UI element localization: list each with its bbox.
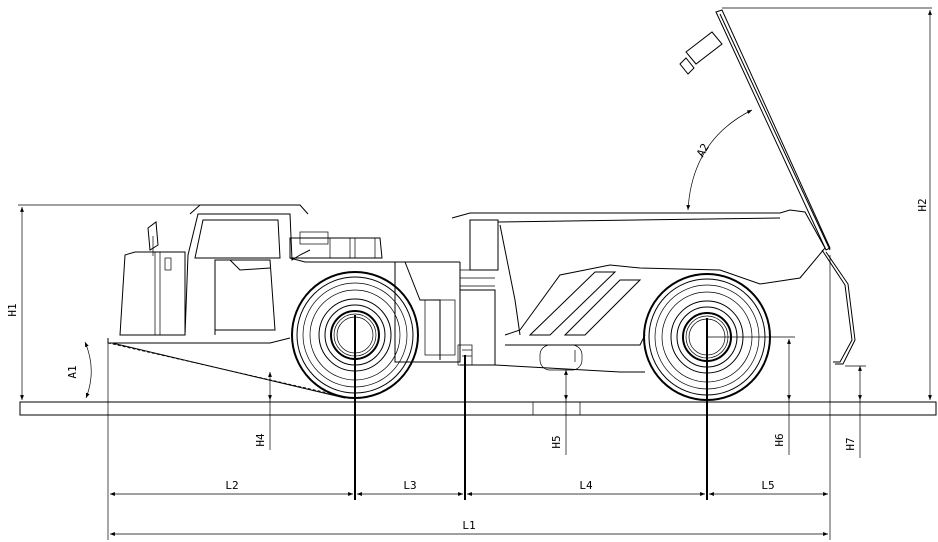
label-h6: H6 [773, 433, 786, 446]
label-l3: L3 [403, 479, 416, 492]
dim-h6: H6 [773, 339, 791, 455]
label-l5: L5 [761, 479, 774, 492]
label-l4: L4 [579, 479, 593, 492]
label-h1: H1 [6, 303, 19, 316]
label-l1: L1 [462, 519, 475, 532]
label-a1: A1 [66, 365, 79, 378]
wheel-centerlines [354, 315, 795, 500]
dim-l5: L5 [709, 479, 828, 496]
label-h5: H5 [550, 435, 563, 448]
label-h2: H2 [916, 198, 929, 211]
tailgate [679, 9, 856, 365]
truck-outline [107, 204, 826, 399]
dim-h1: H1 [6, 207, 24, 400]
dim-h5: H5 [550, 370, 568, 455]
dim-h7: H7 [844, 365, 866, 458]
dim-h4: H4 [254, 372, 272, 450]
ground-line [19, 401, 937, 416]
label-l2: L2 [225, 479, 238, 492]
dim-a2: A2 [686, 109, 753, 211]
dim-h2: H2 [916, 10, 932, 400]
dim-l4: L4 [467, 479, 705, 496]
extension-lines [18, 7, 932, 540]
label-a2: A2 [694, 141, 712, 159]
dim-l3: L3 [357, 479, 463, 496]
dim-a1: A1 [66, 341, 92, 399]
label-h7: H7 [844, 437, 857, 450]
dim-l1: L1 [110, 519, 828, 536]
dim-l2: L2 [110, 479, 353, 496]
label-h4: H4 [254, 433, 267, 447]
